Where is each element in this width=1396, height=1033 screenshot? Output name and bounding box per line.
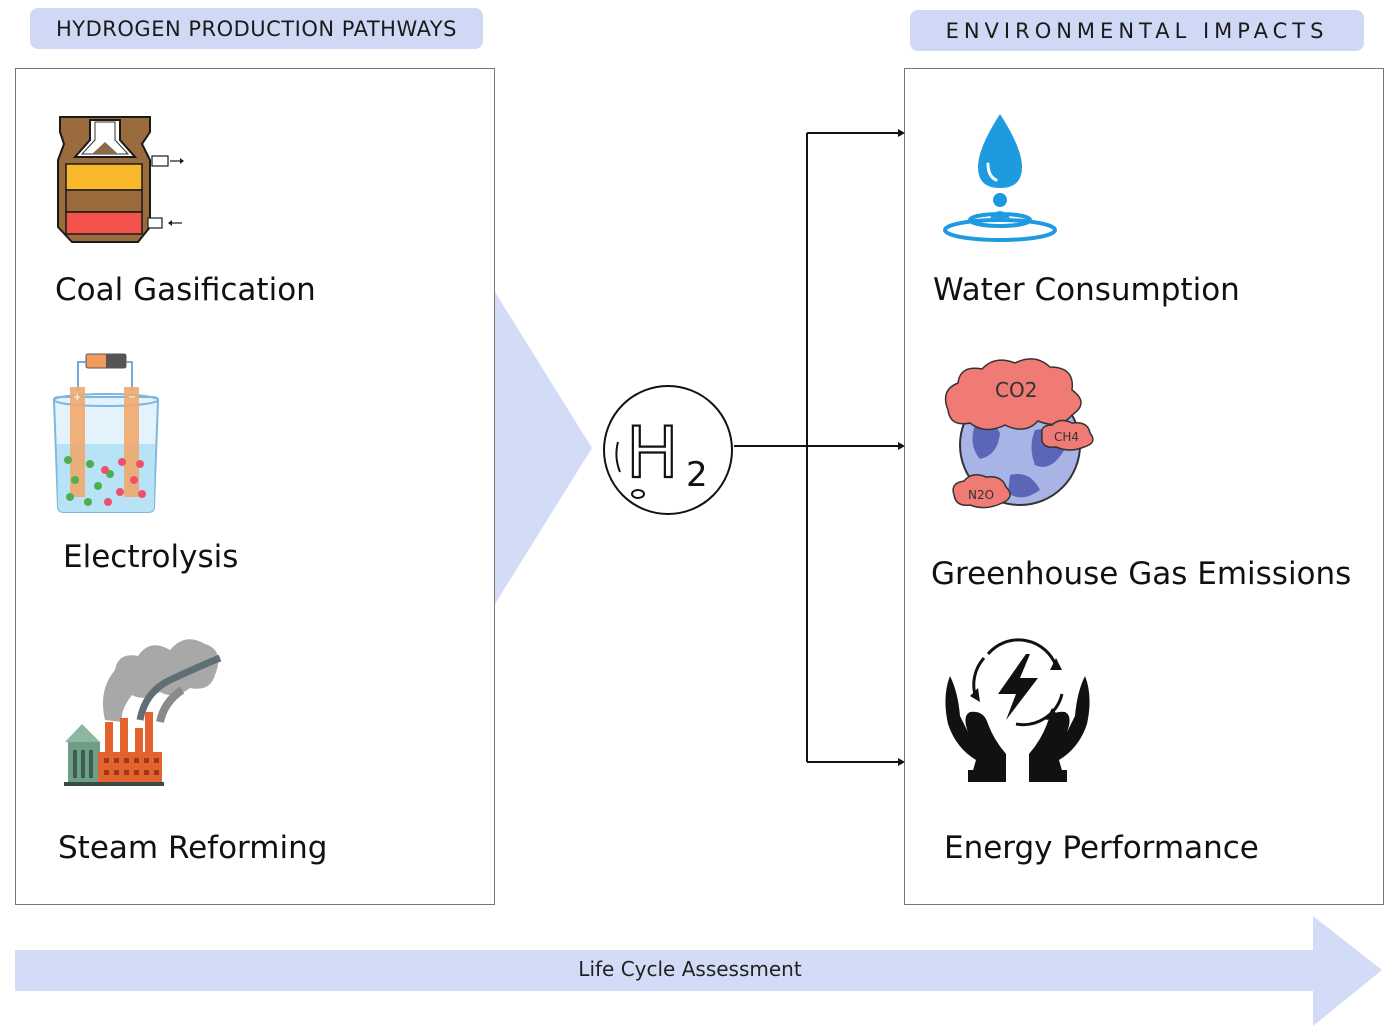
n2o-label: N2O [968, 488, 994, 502]
hydrogen-hub-icon: H 2 [603, 385, 733, 515]
impact-label-water-consumption: Water Consumption [933, 272, 1240, 308]
pathway-label-electrolysis: Electrolysis [63, 539, 239, 575]
hub-element: H [626, 412, 679, 494]
pathways-header: HYDROGEN PRODUCTION PATHWAYS [30, 8, 483, 49]
lca-arrow-label: Life Cycle Assessment [578, 957, 802, 981]
energy-hands-icon [945, 638, 1090, 782]
svg-text:+: + [73, 392, 81, 403]
electrolysis-cell-icon: + − [52, 353, 160, 513]
water-drop-icon [943, 114, 1057, 242]
impacts-header: ENVIRONMENTAL IMPACTS [910, 10, 1364, 51]
svg-text:−: − [128, 392, 136, 403]
factory-smoke-icon [64, 639, 222, 786]
polluted-earth-icon: CO2 CH4 N2O [944, 358, 1094, 509]
impact-label-greenhouse-gas-emissions: Greenhouse Gas Emissions [931, 556, 1352, 592]
pathway-label-steam-reforming: Steam Reforming [58, 830, 328, 866]
impact-label-energy-performance: Energy Performance [944, 830, 1259, 866]
co2-label: CO2 [995, 378, 1037, 402]
pathway-label-coal-gasification: Coal Gasification [55, 272, 316, 308]
gasifier-icon [57, 116, 184, 243]
hub-subscript: 2 [686, 455, 708, 495]
ch4-label: CH4 [1054, 430, 1079, 444]
